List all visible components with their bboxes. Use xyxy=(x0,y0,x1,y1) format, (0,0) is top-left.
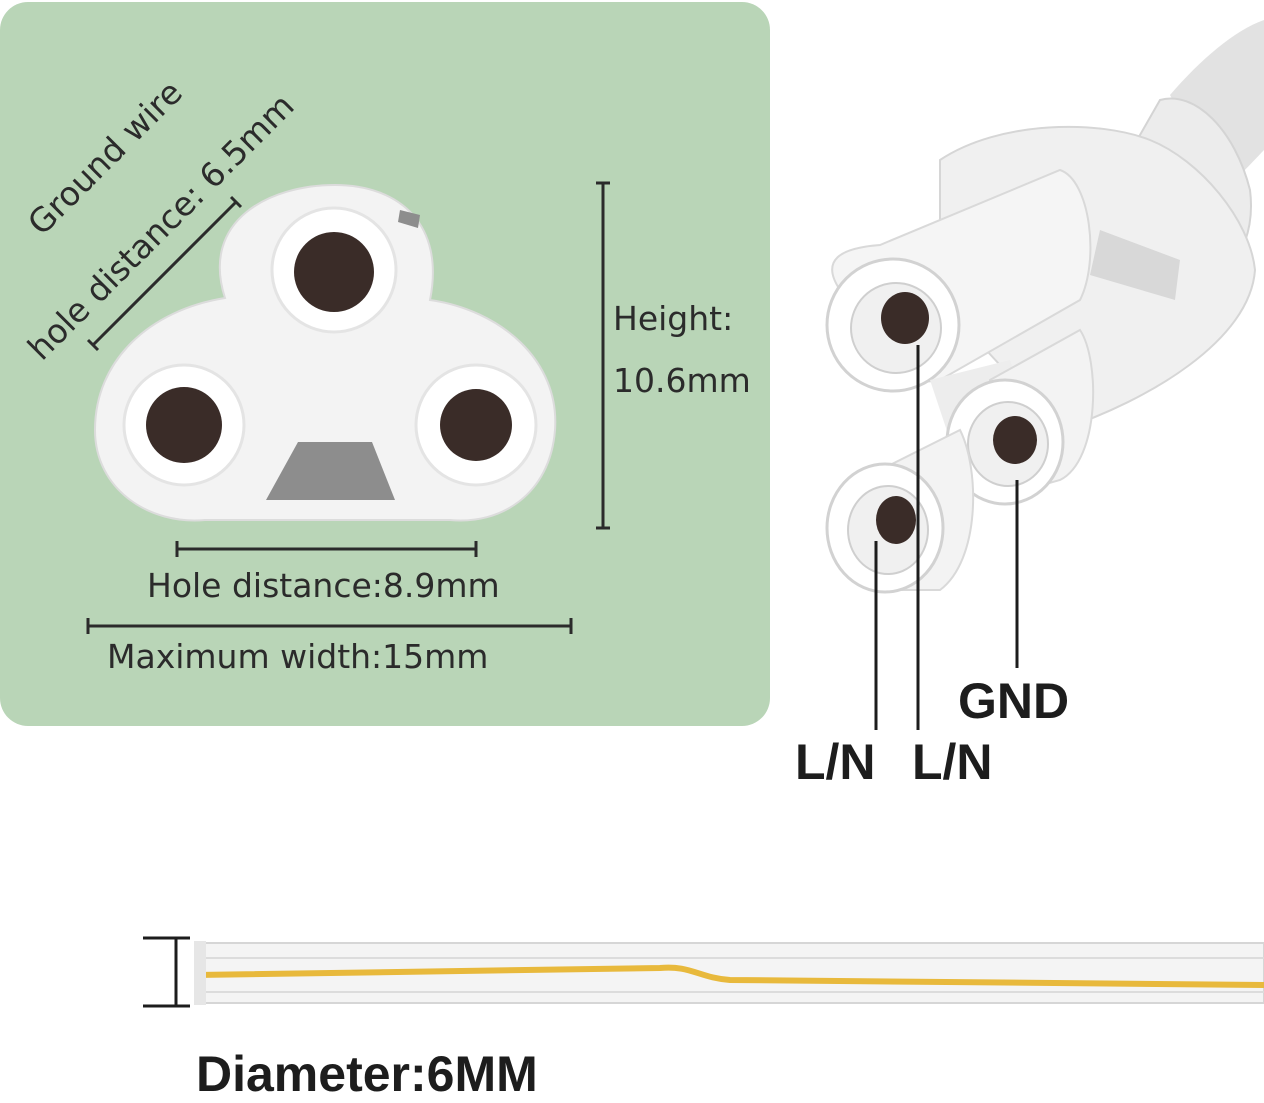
left-hole xyxy=(146,387,222,463)
connector-3d xyxy=(825,20,1264,594)
height-line1: Height: xyxy=(613,299,734,338)
lower-pin-hole xyxy=(876,496,916,544)
connector-face xyxy=(93,183,557,522)
pin-leader-lines xyxy=(874,345,1019,730)
right-hole xyxy=(440,389,512,461)
upper-pin-hole xyxy=(881,292,929,344)
ln-right-label: L/N xyxy=(912,734,993,790)
ln-left-label: L/N xyxy=(795,734,876,790)
top-hole xyxy=(294,232,374,312)
hole-distance-label: Hole distance:8.9mm xyxy=(147,566,500,605)
gnd-label: GND xyxy=(958,673,1070,729)
gnd-pin-hole xyxy=(993,416,1037,464)
key-notch xyxy=(266,442,395,500)
cable-strip xyxy=(194,941,1264,1005)
diameter-dimension xyxy=(143,936,190,1008)
height-line2: 10.6mm xyxy=(613,361,751,400)
dimension-lines xyxy=(86,181,610,634)
height-label: Height: 10.6mm xyxy=(613,288,751,412)
max-width-label: Maximum width:15mm xyxy=(107,637,489,676)
diameter-label: Diameter:6MM xyxy=(196,1046,538,1102)
